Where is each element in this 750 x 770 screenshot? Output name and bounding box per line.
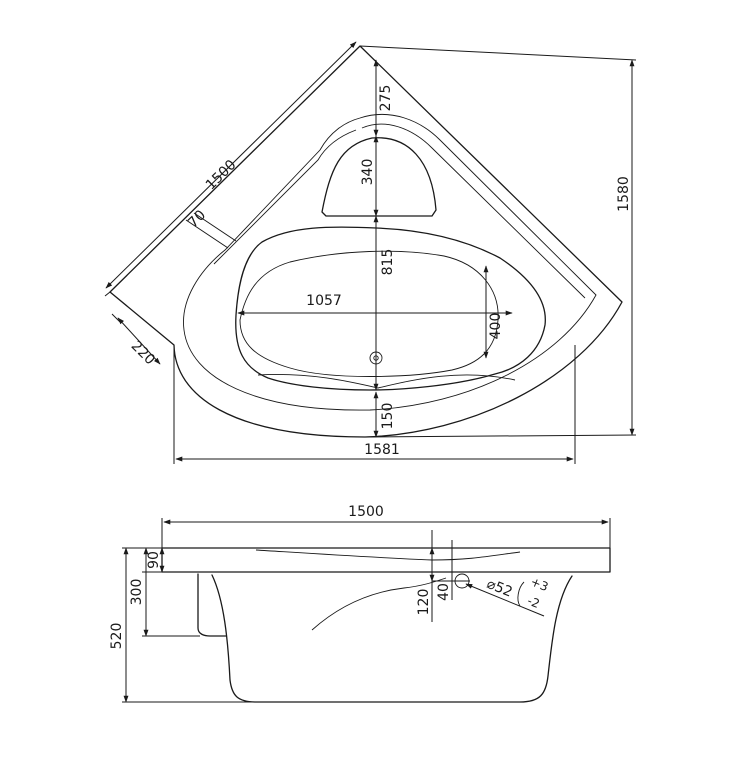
dim-tolerance-plus: +3 <box>529 574 551 594</box>
dim-rim-height: 90 <box>146 551 162 569</box>
dim-apron-height: 300 <box>129 579 145 606</box>
dim-basin-width-small: 400 <box>488 313 504 340</box>
dim-overflow-height: 120 <box>416 589 432 616</box>
backrest-seat <box>321 137 437 217</box>
dim-total-depth: 1580 <box>616 176 632 212</box>
dim-line-front-depth <box>117 317 161 365</box>
dim-front-rim: 150 <box>380 403 396 430</box>
dim-length: 1500 <box>348 504 384 520</box>
dim-total-width: 1581 <box>364 442 400 458</box>
dim-line-overflow-diameter <box>465 583 545 617</box>
dim-overflow-offset: 40 <box>436 583 452 601</box>
tub-body <box>211 574 573 703</box>
dim-tolerance-minus: -2 <box>525 594 541 611</box>
dim-seat-depth: 340 <box>360 159 376 186</box>
tub-apron-left <box>197 573 227 637</box>
tub-rim-slab <box>161 547 611 573</box>
basin-outline <box>235 226 546 391</box>
dim-line-edge <box>105 41 357 289</box>
tub-rim-inner-line <box>361 123 586 299</box>
dim-front-depth: 220 <box>128 338 158 368</box>
tub-outer-contour <box>109 45 623 438</box>
dim-basin-depth: 815 <box>380 249 396 276</box>
plan-view: 1500 70 220 275 340 815 150 1057 400 158… <box>104 41 637 464</box>
dim-backrest-depth: 275 <box>378 85 394 112</box>
side-view: 1500 90 300 520 120 40 ⌀52 +3 -2 <box>109 504 611 703</box>
basin-floor <box>239 250 499 377</box>
dim-total-height: 520 <box>109 623 125 650</box>
dim-basin-width: 1057 <box>306 293 342 309</box>
dim-overflow-diameter: ⌀52 <box>484 576 514 601</box>
dim-rim-offset: 70 <box>185 207 209 231</box>
